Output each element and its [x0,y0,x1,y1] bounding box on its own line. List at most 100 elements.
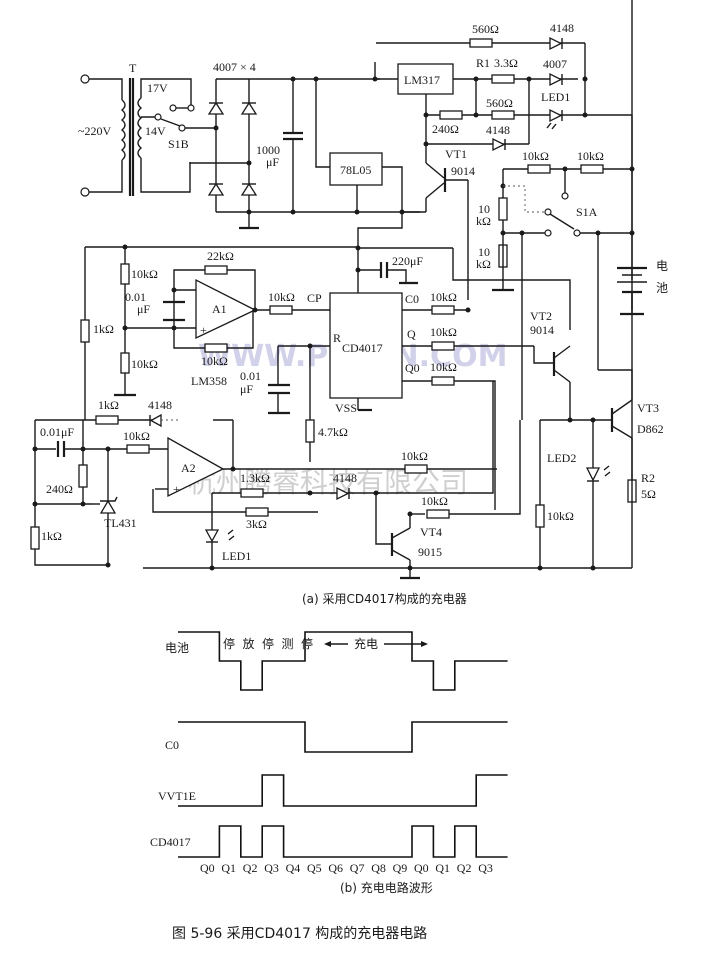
ic-label: CD4017 [342,341,383,355]
diode-icon [549,36,563,51]
led1-top-label: LED1 [541,90,570,104]
sw-r1-label: 10kΩ [522,149,549,163]
opamp-a1-icon [195,278,257,340]
a2-r-240-label: 240Ω [46,482,73,496]
counter-cd4017: CD4017 VSS 220μF R 0.01 μF 4.7kΩ C0 10kΩ… [240,247,571,510]
vt4-part: 9015 [418,545,442,559]
switch-s1b[interactable]: S1B [154,104,216,151]
r1-value: 3.3Ω [494,56,518,70]
vss-label: VSS [335,401,357,415]
q-label: Q [407,327,416,341]
zener-icon [99,499,117,514]
r2-label: R2 [641,471,655,485]
tl431-label: TL431 [104,516,137,530]
a1-cap-value: 0.01 [125,290,146,304]
switch-s1a-label: S1A [576,205,598,219]
q-label-6: Q6 [328,861,343,875]
q-label-2: Q2 [243,861,258,875]
bridge-rectifier: 4007 × 4 [189,60,420,230]
wave-cd4017 [178,825,508,858]
r1-label: R1 [476,56,490,70]
a2-d-top-label: 4148 [148,398,172,412]
charge-arrow: 充电 [324,636,428,651]
sw-r3-b: kΩ [476,214,491,228]
a2-r-1k-label: 1kΩ [41,529,62,543]
q-label-13: Q3 [478,861,493,875]
sw-r4-a: 10 [478,245,490,259]
subcaption-b: (b) 充电电路波形 [340,880,433,895]
phase-label-3: 测 [282,637,294,651]
a1-r-bot-label: 10kΩ [131,357,158,371]
battery-label-1: 电 [656,259,668,273]
r-top-label: 560Ω [472,22,499,36]
r-pin-label: R [333,331,341,345]
ic-r2-label: 10kΩ [430,325,457,339]
a1-oscillator: 10kΩ 10kΩ 1kΩ 0.01 μF 22kΩ A1 + 10kΩ LM3… [80,244,358,420]
filter-capacitor: 1000 μF [256,76,303,215]
svg-text:+: + [173,482,180,496]
mains-voltage-label: ~220V [78,124,111,138]
vt3-part: D862 [637,422,664,436]
c220-label: 220μF [392,254,423,268]
charge-label: 充电 [354,636,378,651]
wave-label-cd4017: CD4017 [150,835,191,849]
transistor-vt4: 10kΩ VT4 9015 [143,420,632,580]
reset-cap-unit: μF [240,382,253,396]
switch-s1b-label: S1B [168,137,189,151]
battery-label-2: 池 [656,281,668,295]
secondary-coil-icon [137,97,143,159]
vt2-part: 9014 [530,323,554,337]
cp-label: CP [307,291,322,305]
transformer-label: T [129,61,137,75]
transistor-vt1: VT1 9014 [402,144,475,300]
led1-bottom-label: LED1 [222,549,251,563]
top-branch: 560Ω 4148 [376,21,586,115]
diode-icon [492,137,506,152]
q-label-5: Q5 [307,861,322,875]
mains-terminal-top [80,74,90,84]
r-10k-vt4-label: 10kΩ [421,494,448,508]
q-label-8: Q8 [371,861,386,875]
r2-value: 5Ω [641,487,656,501]
q-label-0: Q0 [200,861,215,875]
r-mid-label: 560Ω [486,96,513,110]
q-label-11: Q1 [435,861,450,875]
a2-r-3k-label: 3kΩ [246,517,267,531]
vt1-label: VT1 [445,147,467,161]
d-main-label: 4007 [543,57,567,71]
phase-label-1: 放 [243,636,255,651]
sw-r2-label: 10kΩ [577,149,604,163]
subcaption-a: (a) 采用CD4017构成的充电器 [302,591,467,606]
a1-r-side-label: 1kΩ [93,322,114,336]
transistor-vt3: VT3 D862 R2 5Ω [540,0,664,568]
tap-low-label: 14V [145,124,166,138]
vt2-label: VT2 [530,309,552,323]
a2-r-13k-label: 1.3kΩ [240,471,270,485]
diode-icon [207,101,225,115]
switch-s1a-network: 10kΩ 10kΩ 10 kΩ S1A 10 kΩ [476,149,635,420]
opamp-a2-icon [167,436,225,498]
wave-label-battery: 电池 [165,641,189,655]
figure-caption: 图 5-96 采用CD4017 构成的充电器电路 [172,926,427,942]
q-label-1: Q1 [221,861,236,875]
a1-r-in-label: 10kΩ [201,354,228,368]
q-label-3: Q3 [264,861,279,875]
diode-icon [207,182,225,196]
phase-label-2: 停 [262,636,274,651]
q-label-9: Q9 [393,861,408,875]
mid-branch: 240Ω 560Ω 4148 [423,79,633,280]
d-4148-mid-label: 4148 [486,123,510,137]
r1-sense: R1 3.3Ω 4007 LED1 [476,56,588,104]
wave-battery [178,631,508,691]
r-47k-label: 4.7kΩ [318,425,348,439]
primary-coil-icon [120,99,126,161]
vt3-label: VT3 [637,401,659,415]
transformer: T 17V 14V [120,61,192,196]
a1-r-top-label: 10kΩ [131,267,158,281]
regulator-lm317-label: LM317 [404,73,440,87]
vt1-part: 9014 [451,164,475,178]
diode-icon [149,413,162,428]
phase-label-0: 停 [223,636,235,651]
